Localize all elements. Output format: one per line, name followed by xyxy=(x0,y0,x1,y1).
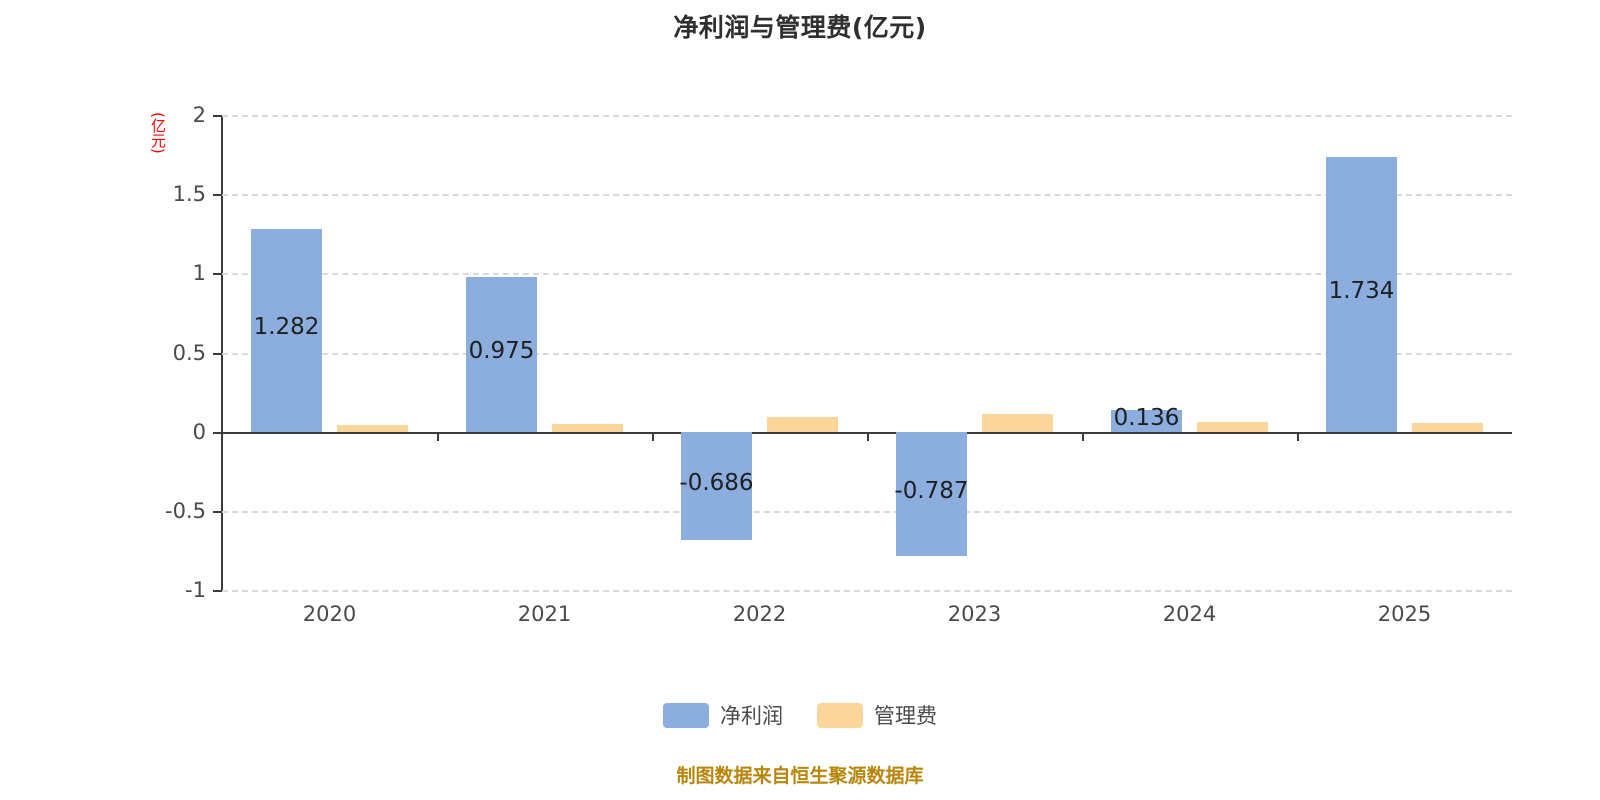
bar-value-label: -0.686 xyxy=(679,469,754,496)
legend-label-expense: 管理费 xyxy=(874,704,937,728)
bar-净利润-2023[interactable] xyxy=(896,431,967,557)
bar-净利润-2020[interactable] xyxy=(251,228,322,432)
y-axis-tick xyxy=(213,352,222,355)
x-axis-label: 2025 xyxy=(1377,602,1432,626)
bar-净利润-2021[interactable] xyxy=(466,277,537,432)
y-axis-tick xyxy=(213,194,222,197)
gridline xyxy=(222,510,1512,513)
bar-净利润-2025[interactable] xyxy=(1326,157,1397,432)
x-axis-tick xyxy=(867,431,869,441)
gridline xyxy=(222,115,1512,117)
bar-管理费-2024[interactable] xyxy=(1197,422,1268,432)
y-axis-unit-label: (亿元) xyxy=(149,112,167,154)
bar-管理费-2020[interactable] xyxy=(337,424,408,432)
y-axis-tick xyxy=(213,273,222,276)
y-axis-label: 0.5 xyxy=(172,340,206,365)
plot-area: 2 1.5 1 0.5 0 -0.5 -1 2020 2021 2022 2023 2024 2025 1… xyxy=(165,103,1512,626)
gridline xyxy=(222,273,1512,276)
y-axis-label: 1.5 xyxy=(172,182,206,207)
legend-label-profit: 净利润 xyxy=(720,704,783,728)
y-axis-tick xyxy=(213,115,222,117)
y-axis-tick xyxy=(213,510,222,513)
bar-value-label: -0.787 xyxy=(894,477,969,504)
x-axis-label: 2022 xyxy=(732,602,787,626)
bar-value-label: 1.734 xyxy=(1328,278,1395,305)
x-axis-label: 2020 xyxy=(302,602,357,626)
gridline xyxy=(222,194,1512,197)
y-axis-label: -1 xyxy=(185,578,206,602)
x-axis-label: 2021 xyxy=(517,602,572,626)
x-axis-tick xyxy=(1297,431,1299,441)
legend-item-expense[interactable]: 管理费 xyxy=(817,700,937,730)
y-axis-label: 2 xyxy=(192,103,206,127)
gridline xyxy=(222,590,1512,592)
bar-管理费-2023[interactable] xyxy=(982,414,1053,432)
page-title: 净利润与管理费(亿元) xyxy=(673,13,927,42)
legend-swatch-expense-icon xyxy=(817,702,863,728)
y-axis-tick xyxy=(213,431,222,434)
y-axis-label: 0 xyxy=(192,419,206,444)
bar-value-label: 0.975 xyxy=(468,338,535,365)
footer-source-note: 制图数据来自恒生聚源数据库 xyxy=(676,765,924,787)
y-axis-tick xyxy=(213,590,222,592)
y-axis-label: -0.5 xyxy=(165,498,206,523)
x-axis-tick xyxy=(1082,431,1084,441)
legend-swatch-profit-icon xyxy=(663,702,709,728)
y-axis-label: 1 xyxy=(192,261,206,286)
x-axis-tick xyxy=(437,431,439,441)
bar-净利润-2024[interactable] xyxy=(1111,410,1182,432)
chart-legend: 净利润 管理费 xyxy=(0,700,1600,730)
bar-value-label: 1.282 xyxy=(253,314,320,341)
x-axis-tick xyxy=(652,431,654,441)
bar-净利润-2022[interactable] xyxy=(681,431,752,541)
bar-value-label: 0.136 xyxy=(1113,404,1180,431)
x-axis-label: 2024 xyxy=(1162,602,1217,626)
bar-管理费-2025[interactable] xyxy=(1412,422,1483,432)
bar-管理费-2022[interactable] xyxy=(767,417,838,432)
x-axis-label: 2023 xyxy=(947,602,1002,626)
bar-管理费-2021[interactable] xyxy=(552,423,623,432)
legend-item-profit[interactable]: 净利润 xyxy=(663,700,783,730)
gridline xyxy=(222,352,1512,355)
